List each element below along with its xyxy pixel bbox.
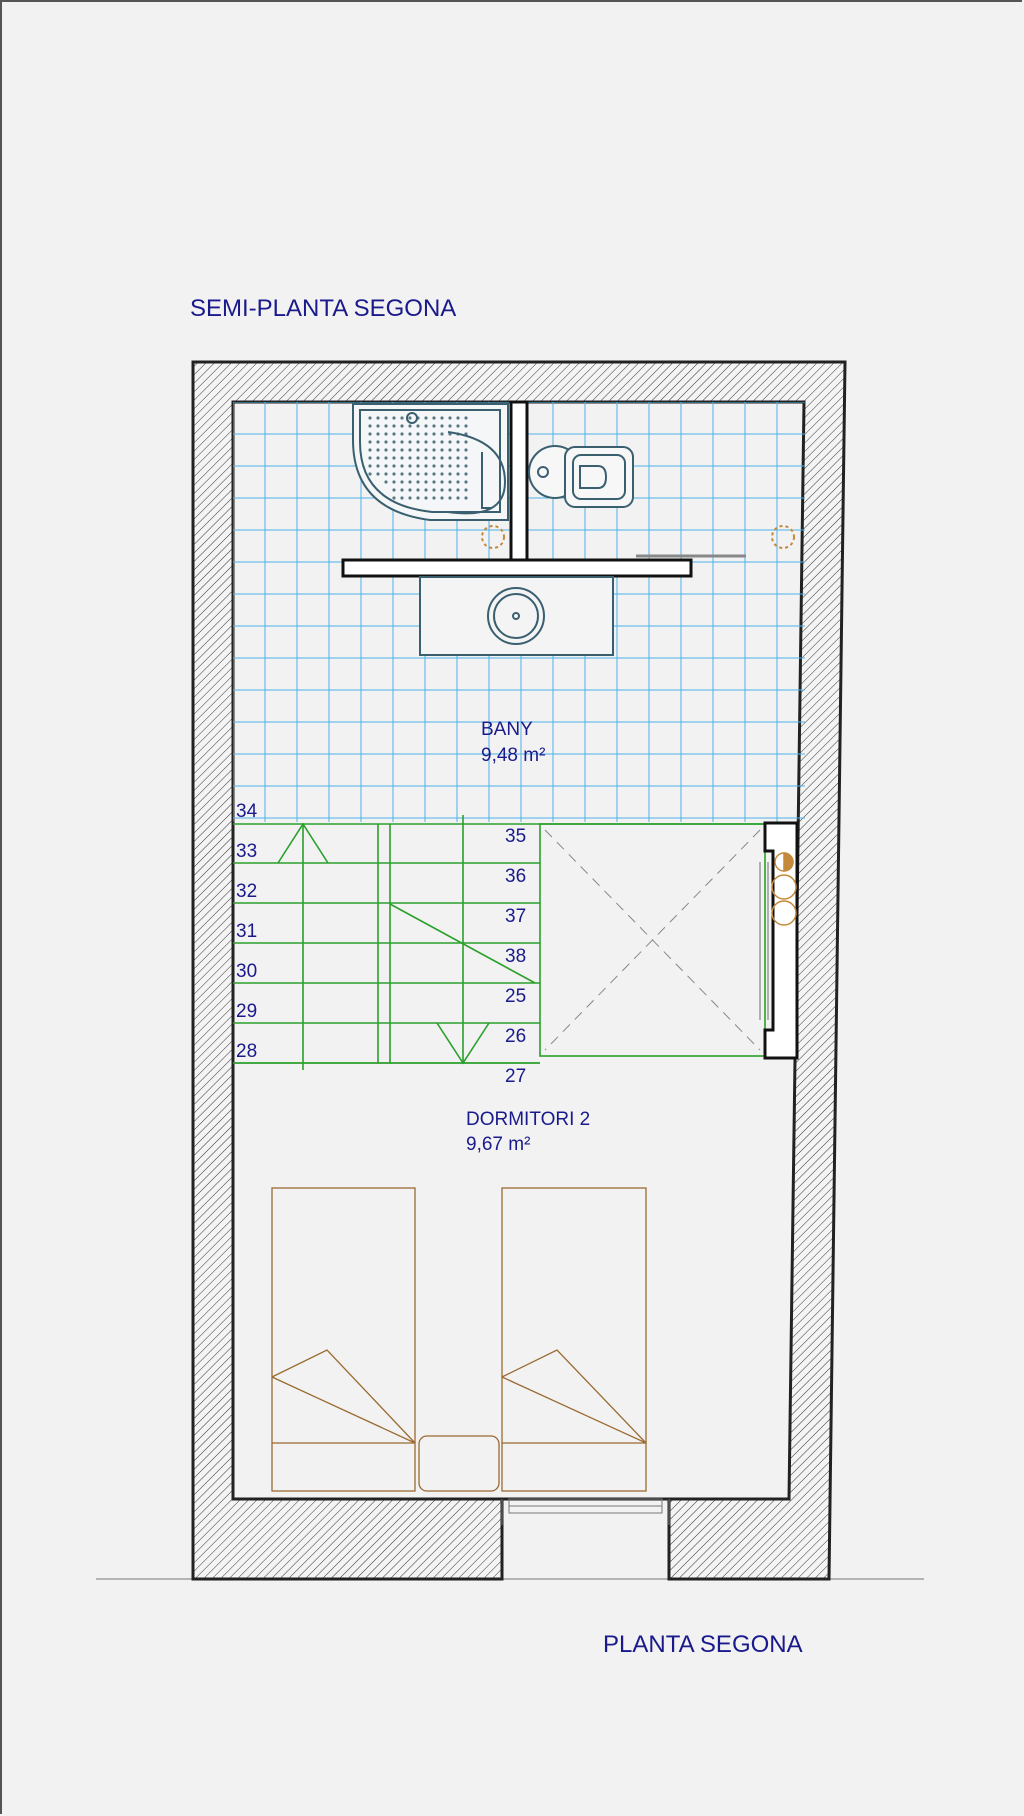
stair-void-cross <box>544 829 761 1051</box>
stair-step-number-left: 34 <box>236 801 258 822</box>
shower-tray-icon <box>352 403 509 549</box>
title-lower: PLANTA SEGONA <box>603 1631 803 1658</box>
stair-step-number-left: 28 <box>236 1041 257 1062</box>
stair-steps-left: 34 33 32 31 30 29 28 <box>236 801 258 1062</box>
room-name-dormitori-2: DORMITORI 2 <box>466 1109 590 1130</box>
room-name-bany: BANY <box>481 719 533 740</box>
stair-step-number-right: 26 <box>505 1026 526 1047</box>
stair-step-number-right: 36 <box>505 866 526 887</box>
room-area-bany: 9,48 m² <box>481 745 545 766</box>
stair-steps-right: 35 36 37 38 25 26 27 <box>505 826 526 1087</box>
window-icon <box>501 1498 670 1525</box>
nightstand-icon <box>418 1435 500 1492</box>
stair-step-number-right: 35 <box>505 826 526 847</box>
stair-step-number-left: 29 <box>236 1001 257 1022</box>
stair-step-number-right: 27 <box>505 1066 526 1087</box>
stair-step-number-left: 33 <box>236 841 257 862</box>
stair-step-number-right: 25 <box>505 986 526 1007</box>
toilet-icon <box>528 445 795 549</box>
stair-step-number-left: 31 <box>236 921 257 942</box>
stair-step-number-right: 38 <box>505 946 526 967</box>
bed-left-icon <box>271 1187 416 1492</box>
room-area-dormitori-2: 9,67 m² <box>466 1134 530 1155</box>
sink-icon <box>419 576 614 656</box>
stair-step-number-left: 30 <box>236 961 257 982</box>
pipe-icon <box>759 852 797 1020</box>
partition-wall-horizontal <box>341 558 693 578</box>
bed-right-icon <box>501 1187 647 1492</box>
title-upper: SEMI-PLANTA SEGONA <box>190 295 456 322</box>
stair-step-lines <box>233 862 540 1064</box>
partition-wall-vertical <box>509 400 529 562</box>
stair-step-number-left: 32 <box>236 881 257 902</box>
stair-step-number-right: 37 <box>505 906 526 927</box>
